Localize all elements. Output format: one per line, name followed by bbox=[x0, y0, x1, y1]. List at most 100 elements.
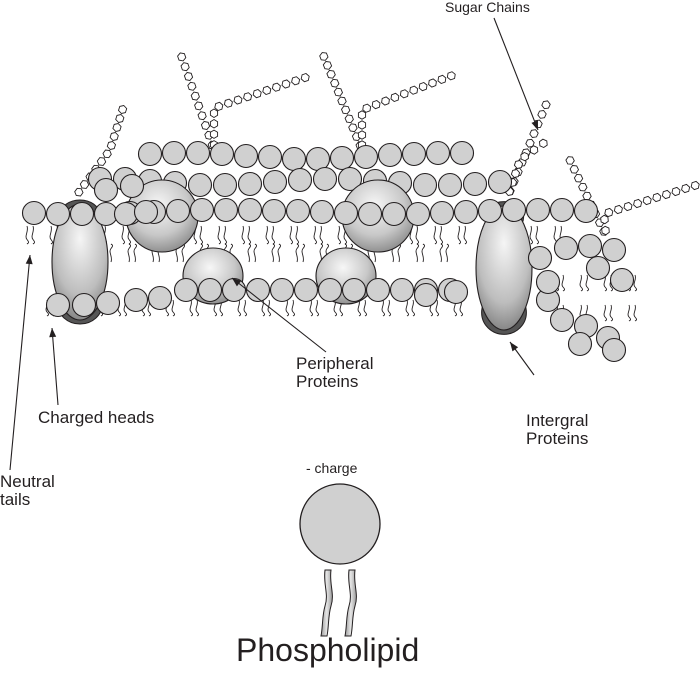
lipid-tail bbox=[603, 274, 608, 292]
front-heads bbox=[21, 173, 635, 363]
lipid-tail bbox=[529, 225, 534, 245]
sugar-unit bbox=[214, 101, 224, 112]
sugar-unit bbox=[681, 183, 691, 194]
phospholipid-head bbox=[312, 166, 338, 192]
phospholipid-head bbox=[71, 292, 97, 318]
phospholipid-tail bbox=[320, 569, 333, 637]
phospholipid-head bbox=[209, 141, 235, 167]
lipid-tail bbox=[457, 225, 462, 245]
lipid-tail bbox=[535, 225, 540, 245]
sugar-unit bbox=[529, 129, 539, 138]
phospholipid-head bbox=[147, 285, 173, 311]
sugar-unit bbox=[418, 81, 428, 92]
lipid-tail bbox=[223, 225, 228, 245]
sugar-unit bbox=[582, 191, 592, 201]
phospholipid-head bbox=[119, 173, 145, 199]
phospholipid-head bbox=[401, 141, 427, 167]
lipid-tail bbox=[333, 299, 338, 317]
sugar-unit bbox=[177, 52, 187, 62]
neutral-tails-arrow bbox=[9, 254, 33, 471]
sugar-unit bbox=[233, 95, 243, 105]
phospholipid-head bbox=[281, 146, 307, 172]
phospholipid-head bbox=[161, 140, 187, 166]
phospholipid-head bbox=[173, 277, 199, 303]
phospholipid-head bbox=[261, 198, 287, 224]
lipid-tail bbox=[133, 243, 138, 263]
sugar-unit bbox=[348, 123, 358, 133]
arrow-shaft bbox=[231, 277, 327, 353]
sugar-chains-arrow bbox=[493, 17, 539, 131]
sugar-unit bbox=[337, 96, 347, 106]
sugar-unit bbox=[525, 138, 535, 148]
integral-proteins-label: Intergral Proteins bbox=[526, 412, 588, 448]
phospholipid-head bbox=[269, 277, 295, 303]
sugar-unit bbox=[117, 105, 128, 114]
phospholipid-head bbox=[425, 140, 451, 166]
lipid-tail bbox=[219, 299, 224, 317]
phospholipid-head bbox=[365, 277, 391, 303]
sugar-unit bbox=[613, 204, 623, 215]
lipid-tail bbox=[397, 243, 402, 263]
lipid-tail bbox=[243, 299, 248, 317]
lipid-tail bbox=[313, 225, 318, 245]
lipid-tail bbox=[241, 225, 246, 245]
arrow-shaft bbox=[51, 327, 59, 406]
phospholipid-head bbox=[257, 144, 283, 170]
sugar-unit bbox=[642, 195, 652, 206]
phospholipid-head bbox=[601, 237, 627, 263]
phospholipid-head bbox=[93, 177, 119, 203]
lipid-tail bbox=[295, 225, 300, 245]
charge-label: - charge bbox=[306, 460, 358, 476]
phospholipid-head bbox=[377, 142, 403, 168]
neutral-tails-label-line1: Neutral bbox=[0, 472, 55, 491]
lipid-tail bbox=[435, 299, 440, 317]
sugar-unit bbox=[578, 182, 588, 192]
lipid-tail bbox=[633, 304, 638, 322]
lipid-tail bbox=[285, 299, 290, 317]
sugar-unit bbox=[381, 96, 390, 106]
sugar-unit bbox=[371, 99, 381, 110]
phospholipid-head bbox=[237, 197, 263, 223]
sugar-unit bbox=[344, 114, 354, 124]
phospholipid-head bbox=[333, 200, 359, 226]
integral-proteins-label-line1: Intergral bbox=[526, 411, 589, 430]
sugar-chains bbox=[74, 52, 700, 236]
sugar-unit bbox=[322, 61, 333, 70]
lipid-tail bbox=[603, 304, 608, 322]
phospholipid-head bbox=[45, 201, 71, 227]
phospholipid-head bbox=[357, 201, 383, 227]
sugar-unit bbox=[183, 72, 194, 81]
phospholipid-head-large bbox=[299, 483, 381, 565]
phospholipid-head bbox=[45, 292, 71, 318]
sugar-unit bbox=[446, 71, 456, 81]
phospholipid-head bbox=[381, 201, 407, 227]
lipid-tail bbox=[181, 243, 186, 263]
lipid-tail bbox=[31, 225, 36, 245]
charged-heads-label: Charged heads bbox=[38, 408, 155, 427]
phospholipid-head bbox=[187, 172, 213, 198]
sugar-unit bbox=[106, 141, 117, 150]
phospholipid-head bbox=[462, 171, 488, 197]
lipid-tail bbox=[195, 299, 200, 317]
sugar-unit bbox=[209, 129, 219, 139]
phospholipid-head bbox=[405, 201, 431, 227]
sugar-chains-label: Sugar Chains bbox=[445, 0, 530, 15]
peripheral-proteins-label-line2: Proteins bbox=[296, 371, 359, 391]
phospholipid-head bbox=[429, 200, 455, 226]
sugar-unit bbox=[330, 78, 340, 88]
lipid-tail bbox=[247, 225, 252, 245]
sugar-unit bbox=[340, 105, 351, 115]
sugar-unit bbox=[209, 118, 219, 129]
label-arrows bbox=[9, 17, 539, 471]
arrow-head bbox=[531, 120, 538, 130]
lipid-tail bbox=[433, 225, 438, 245]
lipid-tail bbox=[381, 299, 386, 317]
phospholipid-head bbox=[233, 143, 259, 169]
lipid-tail bbox=[585, 274, 590, 292]
lipid-tail bbox=[411, 299, 416, 317]
phospholipid-head bbox=[549, 197, 575, 223]
phospholipid-head bbox=[123, 287, 149, 313]
phospholipid-head bbox=[185, 140, 211, 166]
sugar-unit bbox=[437, 74, 447, 85]
